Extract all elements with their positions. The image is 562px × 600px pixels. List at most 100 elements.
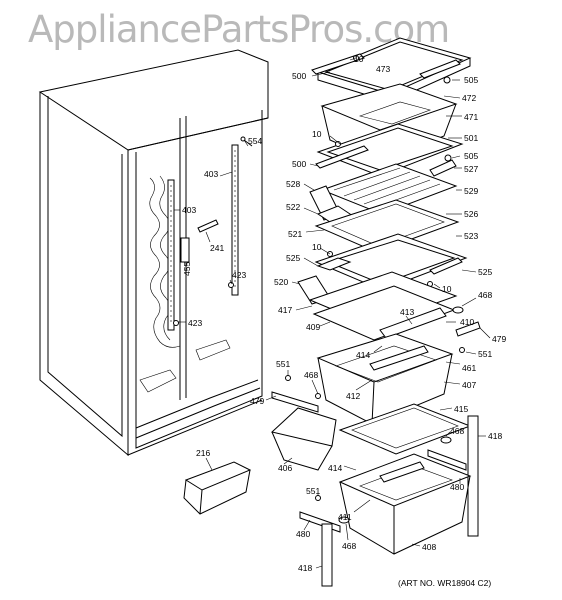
leader-468a [461,297,477,307]
light-455-body [180,237,190,263]
divider-412 [369,345,429,371]
callout-468d: 468 [342,541,356,551]
shelf-472-glass [324,41,464,91]
leader-479b [265,395,277,401]
leader-411 [353,499,371,513]
drawer-407 [316,333,454,425]
divider-413 [379,307,447,339]
callout-520: 520 [274,277,288,287]
leader-525b [461,269,477,273]
cabinet-front-edge [127,150,263,456]
slide-479b-body [271,391,319,413]
leader-468b [311,379,319,395]
callout-241: 241 [210,243,224,253]
bracket-527 [429,159,457,177]
leader-lines [174,57,491,569]
leader-468d [345,523,349,541]
lower-left-hardware [299,495,350,587]
callout-528: 528 [286,179,300,189]
leader-500a [311,71,331,77]
rail-500b [315,145,369,169]
callout-411: 411 [338,512,352,522]
leader-407 [443,381,461,385]
callout-525b: 525 [478,267,492,277]
art-number: (ART NO. WR18904 C2) [398,578,492,588]
callout-418a: 418 [488,431,502,441]
leader-479a [479,327,491,339]
leader-414b [343,465,357,471]
rail-500-left [311,53,365,75]
clip-505b [444,154,452,162]
callout-551b: 551 [478,349,492,359]
callout-500b: 500 [292,159,306,169]
leader-522 [303,207,319,215]
callout-501: 501 [464,133,478,143]
floor-pocket-right [195,339,231,361]
callout-505b: 505 [464,151,478,161]
callout-403b: 403 [182,205,196,215]
cap-468a [452,306,464,314]
leader-10d [433,283,441,289]
callout-551c: 551 [306,486,320,496]
watermark: AppliancePartsPros.com [28,8,450,51]
callout-10b: 10 [312,129,322,139]
callout-10a: 10 [354,54,364,64]
shelf-526-assembly [314,199,460,253]
callout-216: 216 [196,448,210,458]
leader-468c [445,431,451,437]
cabinet-liner [135,110,263,449]
leader-480b [303,519,311,531]
glass-415-inner [351,407,459,449]
slide-479b [271,375,321,413]
callout-412: 412 [346,391,360,401]
cap-468d [338,516,350,524]
callout-551a: 551 [276,359,290,369]
frame-523-inner [326,239,456,285]
callout-500a: 500 [292,71,306,81]
cabinet-top-edge [127,117,269,151]
rail-500-right [419,59,461,79]
leader-406 [283,457,293,465]
shelf-501-glass [326,127,454,171]
bracket-241 [197,219,219,233]
rail-418b-body [321,523,333,587]
drawer-407-inner [335,345,437,383]
screw-551c [315,495,321,501]
leader-10b [329,135,341,145]
callout-480a: 480 [450,482,464,492]
clip-505-top [443,76,451,84]
callout-529: 529 [464,186,478,196]
leader-525a [303,257,319,267]
callout-labels: 500 10 473 505 472 471 10 501 505 500 52… [182,54,506,573]
cap-468c [440,436,452,444]
callout-407: 407 [462,380,476,390]
callout-505a: 505 [464,75,478,85]
callout-414b: 414 [328,463,342,473]
leader-415 [439,407,453,411]
cabinet-side [39,92,129,457]
bin-216-top [184,461,252,491]
leader-551b [465,351,477,355]
drawer-407-corner [371,381,375,425]
leader-413 [405,315,413,325]
leader-10c [319,247,331,255]
callout-408: 408 [422,542,436,552]
drawer-408 [338,449,472,555]
glass-526-inner [331,203,445,247]
crisper-cover [308,271,481,353]
leader-403a [219,171,233,177]
leader-461 [445,361,461,365]
clip-525-right [429,257,463,275]
clip-525-left [316,257,352,271]
leader-500b [309,163,319,167]
callout-468a: 468 [478,290,492,300]
callout-406: 406 [278,463,292,473]
callout-472: 472 [462,93,476,103]
callout-521: 521 [288,229,302,239]
callout-423a: 423 [232,270,246,280]
callout-415: 415 [454,404,468,414]
handle-411 [379,461,425,483]
leader-241 [205,231,211,243]
callout-525a: 525 [286,253,300,263]
